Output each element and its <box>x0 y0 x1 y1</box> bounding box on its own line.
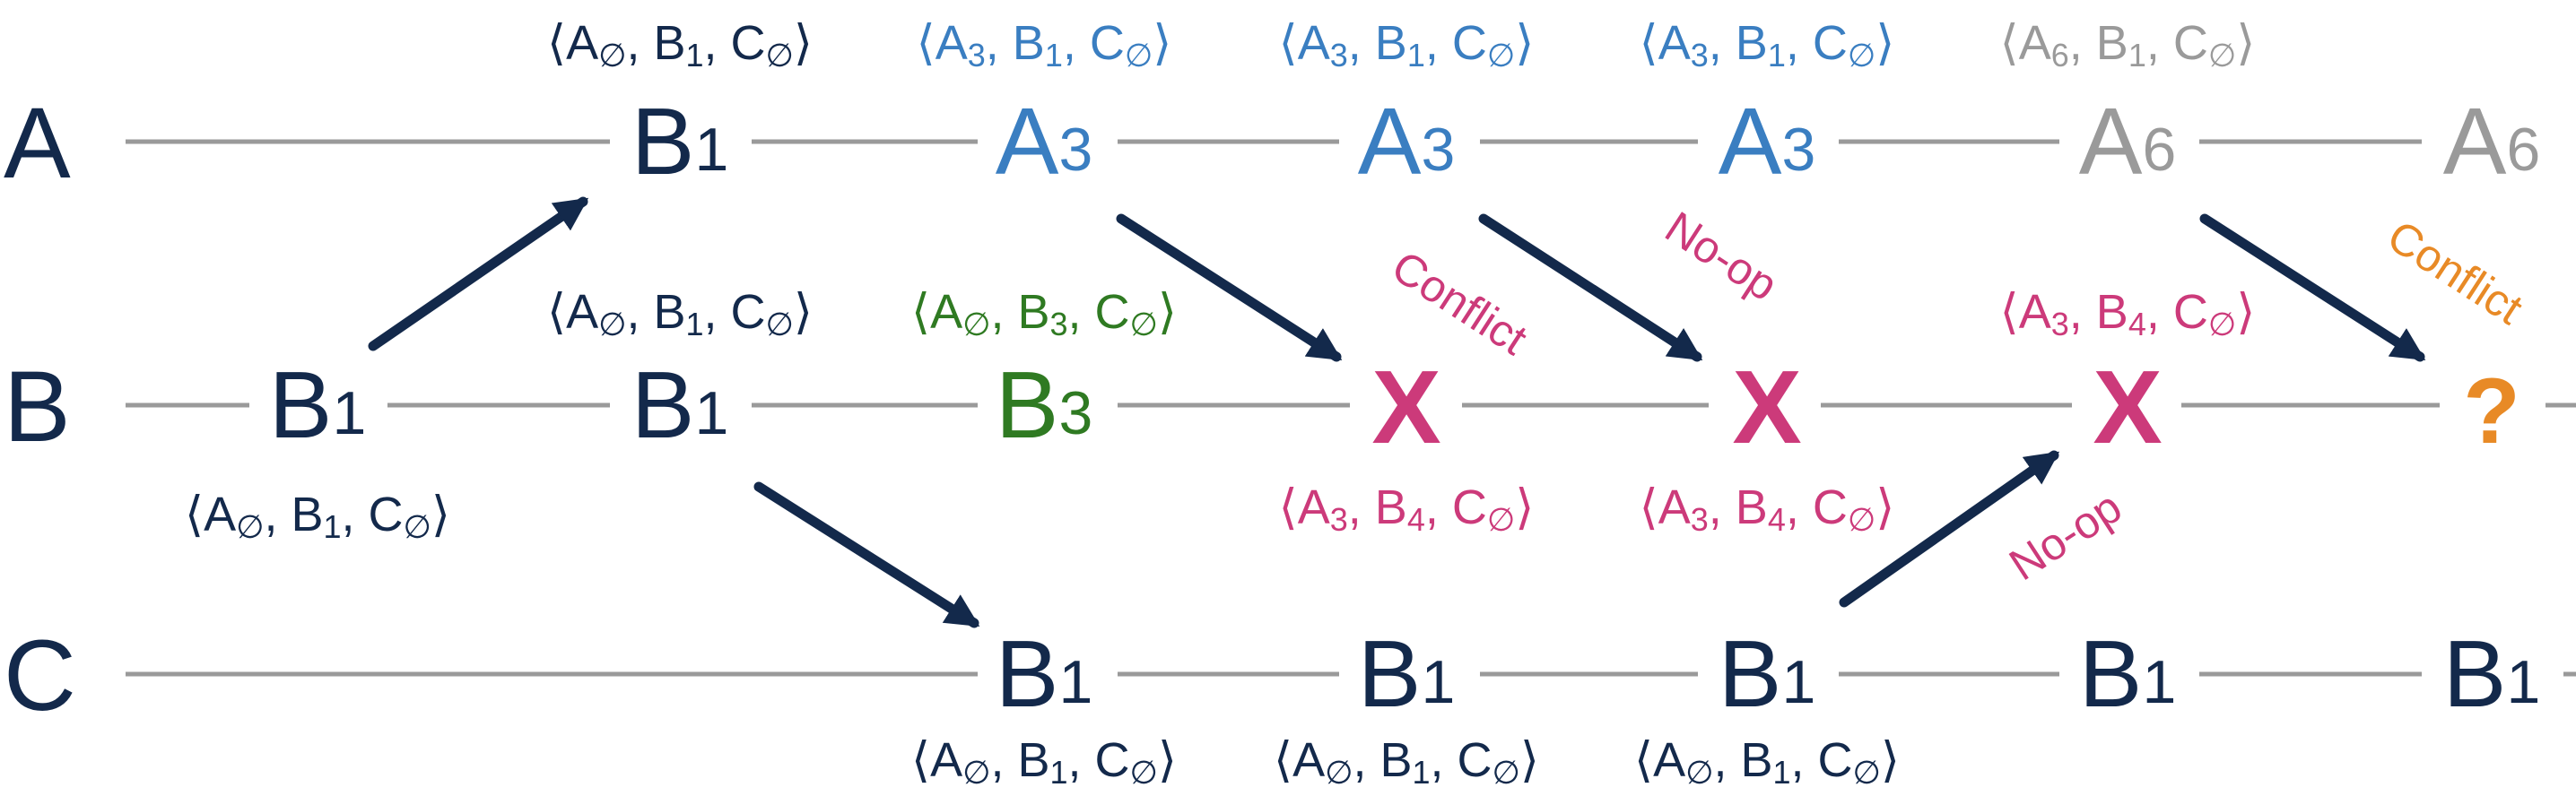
node-a-4: A3 <box>1719 89 1816 195</box>
version-vector: ⟨A∅, B1, C∅⟩ <box>547 16 813 74</box>
row-labels: A B C <box>4 87 76 731</box>
sync-arrow <box>1839 450 2060 608</box>
timelines <box>126 139 2576 677</box>
version-vector: ⟨A6, B1, C∅⟩ <box>2000 16 2256 74</box>
sync-arrow <box>2199 213 2426 362</box>
node-a-5: A6 <box>2079 89 2177 195</box>
node-a-6: A6 <box>2443 89 2541 195</box>
conflict-x-mark: X <box>1371 349 1440 465</box>
row-label-c: C <box>4 619 76 731</box>
node-a-1: B1 <box>631 89 729 195</box>
node-c-2: B1 <box>1358 621 1456 727</box>
sync-arrow <box>368 196 589 351</box>
version-vector: ⟨A3, B4, C∅⟩ <box>1640 480 1895 538</box>
conflict-annotation: Conflict <box>1383 241 1536 365</box>
node-a-2: A3 <box>996 89 1093 195</box>
noop-x-mark: X <box>1732 349 1801 465</box>
noop-annotation: No-op <box>1657 202 1787 310</box>
version-vector: ⟨A∅, B1, C∅⟩ <box>911 733 1177 791</box>
version-vector: ⟨A∅, B1, C∅⟩ <box>547 285 813 342</box>
conflict-annotation: Conflict <box>2379 211 2531 334</box>
version-vector: ⟨A∅, B1, C∅⟩ <box>1634 733 1900 791</box>
node-b-1: B1 <box>269 352 367 458</box>
node-a-3: A3 <box>1358 89 1456 195</box>
noop-annotation: No-op <box>2000 481 2130 590</box>
unknown-question-mark: ? <box>2463 359 2520 463</box>
node-b-2: B1 <box>631 352 729 458</box>
version-vector: ⟨A3, B1, C∅⟩ <box>917 16 1172 74</box>
version-vectors: ⟨A∅, B1, C∅⟩ ⟨A3, B1, C∅⟩ ⟨A3, B1, C∅⟩ ⟨… <box>185 16 2255 791</box>
node-c-1: B1 <box>996 621 1093 727</box>
node-b-3: B3 <box>996 352 1093 458</box>
row-label-a: A <box>4 87 71 199</box>
row-label-b: B <box>4 350 71 463</box>
node-c-3: B1 <box>1719 621 1816 727</box>
version-vector: ⟨A3, B4, C∅⟩ <box>1279 480 1535 538</box>
version-vector: ⟨A3, B1, C∅⟩ <box>1279 16 1535 74</box>
sync-arrow <box>753 481 980 628</box>
version-vector: ⟨A∅, B1, C∅⟩ <box>1274 733 1539 791</box>
node-c-4: B1 <box>2079 621 2177 727</box>
version-vector: ⟨A3, B1, C∅⟩ <box>1640 16 1895 74</box>
version-vector: ⟨A3, B4, C∅⟩ <box>2000 285 2256 342</box>
noop-x-mark: X <box>2093 349 2162 465</box>
sync-arrow <box>1478 213 1703 362</box>
node-c-5: B1 <box>2443 621 2541 727</box>
version-vector: ⟨A∅, B1, C∅⟩ <box>185 488 450 545</box>
nodes: B1 A3 A3 A3 A6 A6 B1 B1 B3 X X X ? B1 B1… <box>269 89 2541 727</box>
sync-arrow <box>1116 213 1343 362</box>
version-vector: ⟨A∅, B3, C∅⟩ <box>911 285 1177 342</box>
arrows <box>368 196 2426 628</box>
